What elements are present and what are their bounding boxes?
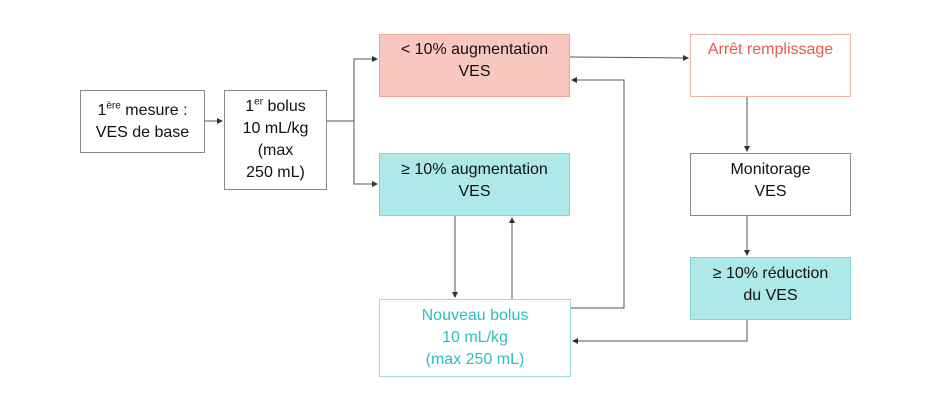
node-reduction: ≥ 10% réduction du VES [690, 257, 851, 320]
node-stop-filling: Arrêt remplissage [690, 34, 851, 97]
arrow-to-less-increase [353, 56, 378, 121]
arrow-less-to-stop [569, 54, 689, 61]
reduction-line1: ≥ 10% réduction [712, 265, 829, 282]
less-increase-line1: < 10% augmentation [400, 41, 549, 58]
less-increase-line2: VES [458, 63, 491, 80]
node-monitoring: Monitorage VES [690, 153, 851, 216]
node-first-bolus: 1er bolus 10 mL/kg (max 250 mL) [224, 90, 327, 190]
more-increase-line1: ≥ 10% augmentation [401, 161, 548, 178]
node-first-measure: 1ère mesure : VES de base [80, 90, 205, 153]
monitoring-line2: VES [754, 183, 787, 200]
first-bolus-line3: (max [257, 142, 294, 159]
node-less-increase: < 10% augmentation VES [379, 34, 570, 97]
arrow-to-more-increase [353, 121, 378, 187]
new-bolus-line3: (max 250 mL) [425, 351, 525, 368]
first-measure-line1: 1ère mesure : [97, 100, 188, 119]
first-bolus-line2: 10 mL/kg [242, 120, 309, 137]
node-more-increase: ≥ 10% augmentation VES [379, 153, 570, 216]
more-increase-line2: VES [458, 183, 491, 200]
first-measure-line2: VES de base [95, 123, 190, 141]
new-bolus-line2: 10 mL/kg [442, 329, 508, 346]
new-bolus-line1: Nouveau bolus [421, 307, 529, 324]
first-bolus-line1: 1er bolus [245, 96, 306, 115]
arrow-reduction-to-new-bolus [572, 320, 748, 344]
node-new-bolus: Nouveau bolus 10 mL/kg (max 250 mL) [379, 299, 571, 377]
stop-filling-line1: Arrêt remplissage [707, 41, 834, 58]
monitoring-line1: Monitorage [730, 161, 811, 178]
first-bolus-line4: 250 mL) [246, 164, 305, 181]
arrow-new-bolus-to-less [571, 77, 625, 309]
reduction-line2: du VES [743, 287, 798, 304]
